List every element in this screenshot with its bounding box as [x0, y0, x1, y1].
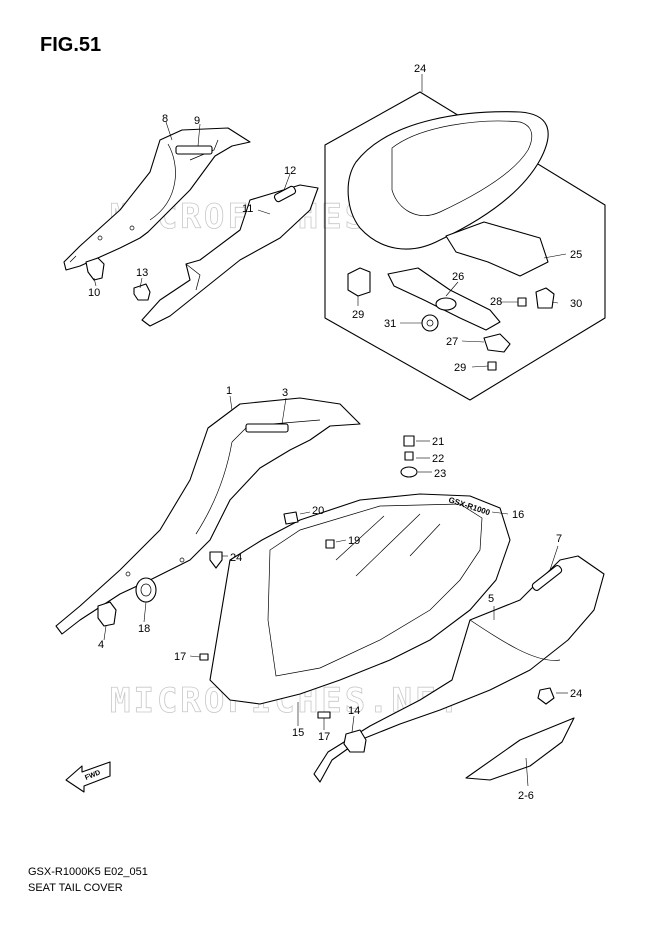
callout-29-a: 28 — [490, 296, 502, 308]
figure-caption: SEAT TAIL COVER — [28, 882, 123, 894]
part-29-screw-a — [517, 297, 527, 307]
callout-26: 25 — [570, 249, 582, 261]
part-17-tape-b — [317, 711, 331, 719]
part-17-tape-a — [199, 653, 209, 661]
part-25-seat-pad — [347, 111, 549, 250]
part-26-mounting-bracket — [445, 221, 549, 277]
part-20-nut — [283, 511, 299, 525]
part-11-bracket — [85, 257, 105, 281]
callout-19: 19 — [348, 535, 360, 547]
callout-11: 10 — [88, 287, 100, 299]
callout-27: 26 — [452, 271, 464, 283]
part-31-cushion — [535, 287, 555, 309]
callout-21: 21 — [432, 436, 444, 448]
callout-17-a: 17 — [174, 651, 186, 663]
seat-cowl-kit-frame — [324, 91, 606, 401]
callout-10: 9 — [194, 115, 200, 127]
callout-labels: 24 8 9 12 11 10 13 25 26 28 30 29 31 27 … — [88, 63, 582, 802]
part-13-reflector — [273, 185, 297, 203]
part-29-screw-b — [487, 361, 497, 371]
callout-9: 8 — [162, 113, 168, 125]
callout-18: 18 — [138, 623, 150, 635]
callout-3: 3 — [282, 387, 288, 399]
fwd-arrow-icon: FWD — [65, 761, 111, 793]
callout-14: 13 — [136, 267, 148, 279]
callout-22: 22 — [432, 453, 444, 465]
callout-12: 11 — [242, 203, 253, 215]
part-19-screw — [325, 539, 335, 549]
part-27-grommet — [435, 297, 457, 311]
part-18-grommet — [135, 577, 157, 603]
callout-23: 23 — [434, 468, 446, 480]
callout-16: 16 — [512, 509, 524, 521]
callout-4: 4 — [98, 639, 104, 651]
part-8-bracket — [343, 729, 367, 753]
figure-title: FIG.51 — [40, 34, 102, 56]
callout-17-b: 17 — [318, 731, 330, 743]
part-24-clip-right — [537, 687, 555, 705]
part-28-clip — [483, 333, 511, 353]
callout-13: 12 — [284, 165, 296, 177]
callout-25: 24 — [414, 63, 426, 75]
callout-5: 5 — [488, 593, 494, 605]
callout-24-b: 24 — [570, 688, 582, 700]
part-1-seat-tail-cover — [55, 397, 361, 635]
part-14-bracket — [133, 283, 151, 301]
callout-29-b: 29 — [454, 362, 466, 374]
callout-15: 15 — [292, 727, 304, 739]
callout-30: 29 — [352, 309, 364, 321]
callout-28: 27 — [446, 336, 458, 348]
callout-20: 20 — [312, 505, 324, 517]
part-2-6-side-panel — [465, 717, 575, 781]
part-9-upper-cowl — [63, 127, 251, 271]
part-4-bracket — [97, 601, 117, 627]
part-21-bolt — [403, 435, 415, 447]
callout-31: 30 — [570, 298, 582, 310]
callout-1: 1 — [226, 385, 232, 397]
part-32-grommet — [421, 314, 439, 332]
callout-24-a: 24 — [230, 552, 242, 564]
part-5-right-cover — [313, 555, 605, 783]
callout-2-6: 2-6 — [518, 790, 534, 802]
callout-8: 14 — [348, 705, 360, 717]
callout-7: 7 — [556, 533, 562, 545]
part-7-reflector — [531, 565, 563, 591]
part-30-cushion — [347, 267, 371, 297]
part-12-lower-cover — [141, 184, 319, 327]
model-code: GSX-R1000K5 E02_051 — [28, 866, 148, 878]
part-24-clip-left — [209, 551, 223, 569]
part-15-under-tray — [209, 493, 511, 705]
leader-lines — [93, 74, 568, 787]
callout-32: 31 — [384, 318, 396, 330]
part-22-collar — [404, 451, 414, 461]
part-23-grommet — [400, 466, 418, 478]
